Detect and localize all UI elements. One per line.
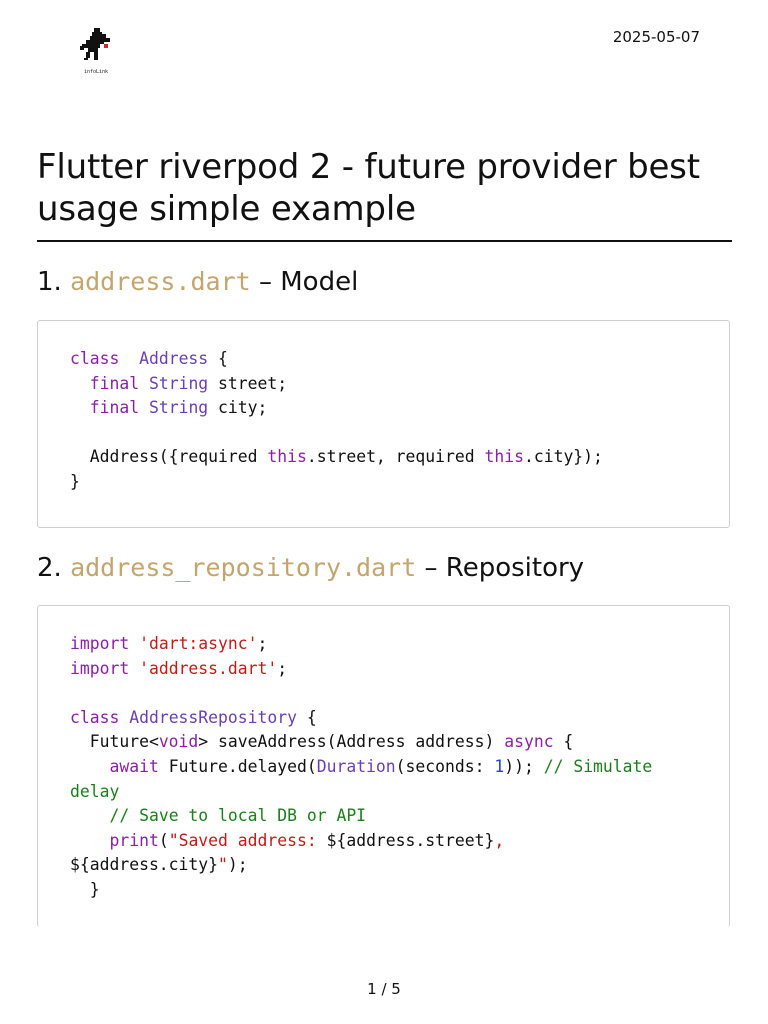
code-token — [70, 831, 109, 850]
code-token: ); — [227, 855, 248, 875]
code-line: print("Saved address: ${address.street}, — [70, 831, 504, 850]
section-heading-model: 1. address.dart – Model — [37, 266, 358, 298]
code-token — [534, 757, 544, 776]
code-token: } — [70, 879, 100, 899]
code-content: import 'dart:async'; import 'address.dar… — [70, 632, 697, 903]
section-number: 2. — [37, 553, 62, 583]
code-token: " — [218, 855, 228, 875]
section-number: 1. — [37, 267, 62, 297]
section-suffix: – Model — [250, 267, 359, 297]
code-token: { — [208, 349, 228, 368]
code-token — [70, 398, 90, 417]
code-token: Future.delayed( — [158, 756, 317, 776]
code-line: ${address.city}"); — [70, 855, 248, 874]
section-filename: address.dart — [70, 267, 251, 296]
logo-text: infoLink — [83, 69, 109, 75]
code-content: class Address { final String street; fin… — [70, 347, 697, 495]
code-token: } — [70, 471, 80, 491]
code-token: void — [158, 732, 199, 752]
page-title: Flutter riverpod 2 - future provider bes… — [37, 147, 700, 229]
code-token: Future< — [70, 732, 159, 752]
code-line: delay — [70, 782, 119, 801]
code-token: , — [494, 830, 505, 850]
code-token: delay — [70, 781, 120, 801]
code-token: Address — [139, 349, 209, 368]
code-token: 1 — [494, 756, 505, 776]
code-token: Address({required — [70, 447, 268, 467]
section-heading-repository: 2. address_repository.dart – Repository — [37, 552, 584, 584]
code-token — [139, 398, 149, 417]
code-token: ; — [257, 634, 268, 653]
code-line: final String street; — [70, 374, 287, 393]
code-token: ; — [277, 658, 288, 678]
page-number: 1 / 5 — [367, 980, 401, 998]
code-token: )); — [504, 756, 534, 776]
code-line: } — [70, 472, 80, 491]
code-token — [70, 806, 109, 825]
code-token — [139, 374, 149, 393]
code-line: Future<void> saveAddress(Address address… — [70, 732, 574, 752]
code-line: class Address { — [70, 349, 228, 368]
code-token — [119, 349, 139, 368]
code-token: String — [148, 398, 209, 418]
section-suffix: – Repository — [416, 553, 585, 583]
code-line: await Future.delayed(Duration(seconds: 1… — [70, 757, 652, 776]
code-token: await — [109, 756, 159, 776]
code-token: final — [89, 373, 140, 393]
code-token — [70, 374, 90, 393]
section-filename: address_repository.dart — [70, 553, 417, 582]
code-token: "Saved address: — [168, 830, 327, 850]
code-token: class — [70, 349, 120, 368]
code-line: class AddressRepository { — [70, 708, 317, 727]
code-token: ( — [158, 830, 169, 850]
code-token: > saveAddress(Address address) — [198, 732, 505, 752]
code-token: .city}); — [523, 447, 603, 467]
code-line: import 'dart:async'; — [70, 634, 267, 653]
code-token — [70, 757, 109, 776]
code-token: async — [504, 732, 554, 752]
code-token: import — [70, 658, 130, 678]
pixel-dinosaur-icon — [80, 28, 110, 60]
code-token: { — [296, 707, 317, 727]
code-block-model: class Address { final String street; fin… — [37, 320, 730, 528]
code-token: street; — [208, 373, 288, 393]
code-token — [129, 634, 139, 653]
code-token: AddressRepository — [129, 707, 297, 727]
code-token: print — [109, 830, 159, 850]
code-line: final String city; — [70, 398, 268, 418]
code-line: import 'address.dart'; — [70, 659, 287, 678]
code-token: city; — [208, 398, 268, 418]
code-token: 'dart:async' — [139, 634, 258, 653]
code-token: .street, required — [306, 447, 485, 467]
document-date: 2025-05-07 — [612, 28, 700, 46]
code-token: 'address.dart' — [139, 658, 278, 678]
code-token: (seconds: — [395, 756, 495, 776]
code-token: final — [89, 398, 140, 418]
code-line: // Save to local DB or API — [70, 806, 366, 825]
code-token: ${address.street} — [326, 830, 495, 850]
code-block-repository: import 'dart:async'; import 'address.dar… — [37, 605, 730, 927]
title-divider — [37, 240, 732, 242]
code-line: Address({required this.street, required … — [70, 447, 603, 466]
code-token: class — [70, 707, 120, 727]
code-token: // Simulate — [543, 756, 653, 776]
logo: infoLink — [76, 26, 116, 76]
code-token — [129, 659, 139, 678]
code-token: import — [70, 634, 130, 653]
code-token: ${address.city} — [70, 855, 219, 875]
code-token: this — [484, 447, 524, 467]
code-token: { — [553, 732, 574, 752]
code-token: // Save to local DB or API — [109, 806, 367, 826]
code-token: Duration — [316, 756, 396, 776]
code-line: } — [70, 880, 100, 899]
code-token — [119, 708, 129, 727]
code-token: String — [148, 373, 209, 393]
code-token: this — [267, 447, 307, 467]
